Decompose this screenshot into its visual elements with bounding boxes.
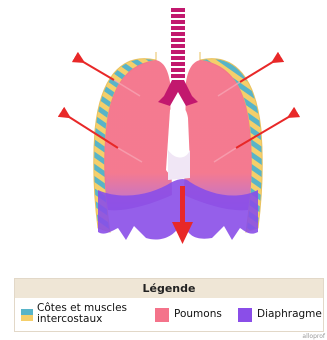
diaphragm-swatch	[238, 308, 252, 322]
legend-ribs-label: Côtes et muscles intercostaux	[37, 303, 147, 325]
legend-title: Légende	[15, 279, 323, 298]
respiration-diagram	[0, 0, 327, 270]
lungs-swatch	[155, 308, 169, 322]
legend: Légende Côtes et muscles intercostaux Po…	[14, 278, 324, 332]
arrow-upper-left	[80, 60, 114, 80]
arrow-down-shaft	[180, 186, 185, 226]
credit: alloprof	[302, 333, 325, 340]
legend-lungs-label: Poumons	[174, 309, 222, 320]
ribs-swatch	[21, 309, 33, 321]
arrow-upper-right	[240, 60, 276, 82]
legend-diaphragm-label: Diaphragme	[257, 309, 322, 320]
trachea	[171, 10, 185, 76]
